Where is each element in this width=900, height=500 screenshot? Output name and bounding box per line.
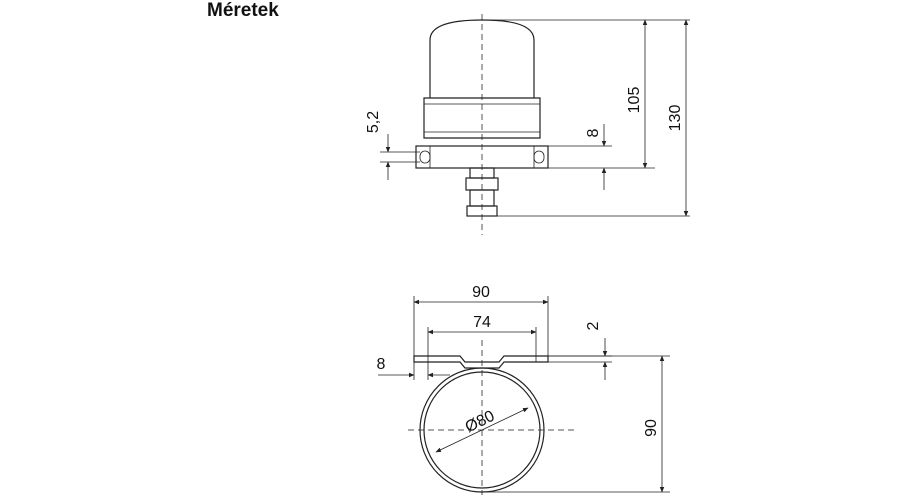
nut-bottom (466, 205, 498, 217)
side-view: 105 130 8 5,2 (365, 14, 690, 235)
dim-label-105: 105 (626, 87, 643, 114)
base-body (423, 97, 541, 139)
bracket-plate (413, 355, 549, 369)
dim-label-8-tab: 8 (377, 356, 386, 373)
dim-label-90-height: 90 (643, 419, 660, 437)
dim-label-2: 2 (585, 321, 602, 330)
dim-label-8-flange: 8 (585, 128, 602, 137)
dim-label-130: 130 (667, 105, 684, 132)
dim-label-90-width: 90 (472, 284, 490, 301)
dim-label-5-2: 5,2 (365, 111, 382, 133)
dim-label-74: 74 (473, 314, 491, 331)
clamp-view: Ø80 90 74 2 8 90 (377, 284, 670, 495)
page-title: Méretek (207, 0, 279, 21)
clamp-ring-inner (423, 371, 541, 489)
dim-line-diameter (435, 407, 529, 453)
dim-label-diameter: Ø80 (463, 408, 498, 437)
